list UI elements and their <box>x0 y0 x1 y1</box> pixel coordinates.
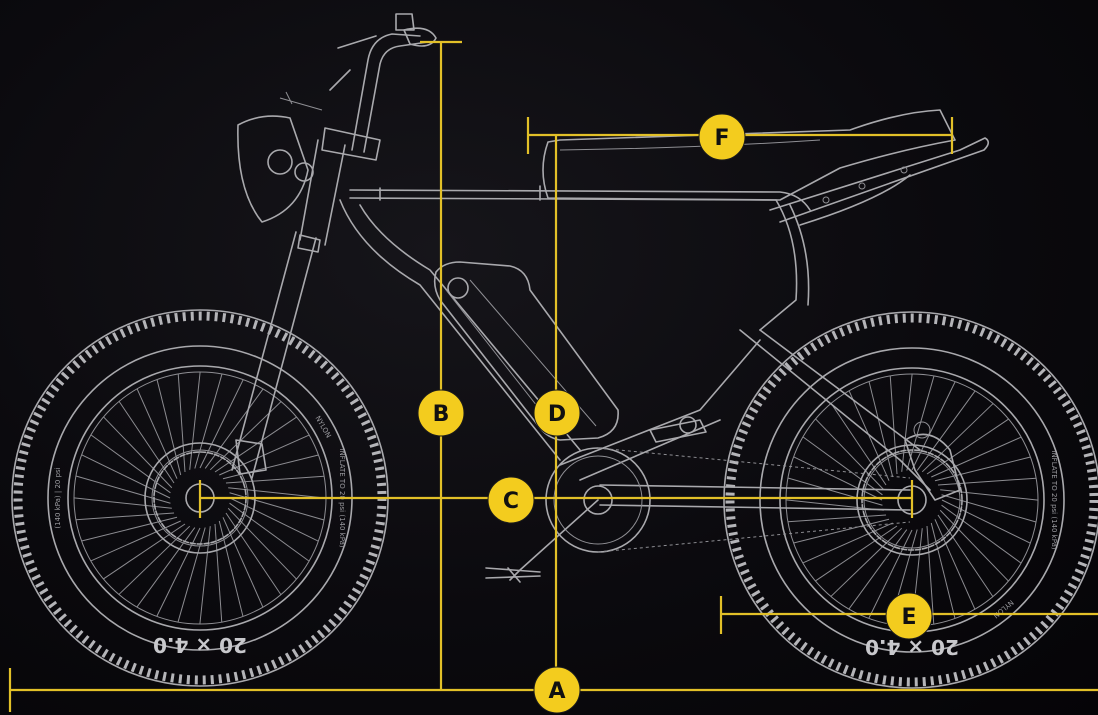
wheel-spoke <box>136 388 178 479</box>
wheel-spoke <box>815 525 898 582</box>
wheel-spoke <box>911 381 956 471</box>
dimension-badge-e: E <box>885 592 933 640</box>
wheel-spoke <box>118 525 191 595</box>
wheel-spoke <box>916 390 976 471</box>
rear-tire-sidewall-text: INFLATE TO 20 psi (140 kPa) <box>1050 450 1058 550</box>
front-tire-size-label: 20 × 4.0 <box>153 633 247 657</box>
wheel-spoke <box>889 375 898 475</box>
wheel-spoke <box>214 523 223 623</box>
badge-a-label: A <box>548 679 565 704</box>
wheel-spoke <box>926 418 1009 475</box>
front-tire-sidewall-text-2: (140 kPa) | 20 psi <box>54 467 62 528</box>
badge-c-label: C <box>503 489 519 514</box>
wheel-spoke <box>939 509 1009 582</box>
bike-frame <box>153 13 990 583</box>
dimension-badge-a: A <box>533 666 581 714</box>
dimension-badge-b: B <box>417 389 465 437</box>
wheel-spoke <box>227 507 297 580</box>
wheel-spoke <box>830 527 903 597</box>
wheel-spoke <box>787 477 883 506</box>
wheel-spoke <box>90 520 181 562</box>
wheel-spoke <box>934 456 1031 482</box>
wheel-spoke <box>194 373 223 469</box>
wheel-spoke <box>848 529 908 610</box>
wheel-spoke <box>934 519 976 610</box>
wheel-spoke <box>937 514 994 597</box>
badge-d-label: D <box>548 402 566 427</box>
dimension-badge-d: D <box>533 389 581 437</box>
badge-b-label: B <box>433 402 450 427</box>
wheel-spoke <box>802 522 893 564</box>
wheel-spoke <box>793 456 883 501</box>
wheel-spoke <box>868 529 913 619</box>
wheel-spoke <box>931 436 1022 478</box>
wheel-spoke <box>868 381 894 478</box>
wheel-spoke <box>941 504 1022 564</box>
wheel-spoke <box>930 522 956 619</box>
wheel-spoke <box>225 475 325 484</box>
wheel-spoke <box>103 416 173 489</box>
wheel-spoke <box>906 375 935 471</box>
wheel-spoke <box>815 418 885 491</box>
wheel-spoke <box>921 403 994 473</box>
wheel-spoke <box>901 373 913 472</box>
rear-tire-nylon-text: NYLON <box>992 598 1015 620</box>
wheel-spoke <box>830 403 887 486</box>
wheel-spoke <box>222 517 264 608</box>
dimension-badge-c: C <box>487 476 535 524</box>
wheel-spoke <box>937 477 1037 486</box>
wheel-spoke <box>926 525 935 625</box>
wheel-spoke <box>787 514 887 523</box>
wheel-spoke <box>103 523 186 580</box>
badge-e-label: E <box>901 605 916 630</box>
wheel-spoke <box>90 434 171 494</box>
wheel-spoke <box>793 518 890 544</box>
dimension-badge-f: F <box>698 113 746 161</box>
wheel-spoke <box>802 436 883 496</box>
wheel-spoke <box>941 494 1037 523</box>
wheel-spoke <box>941 499 1031 544</box>
badge-f-label: F <box>714 126 729 151</box>
